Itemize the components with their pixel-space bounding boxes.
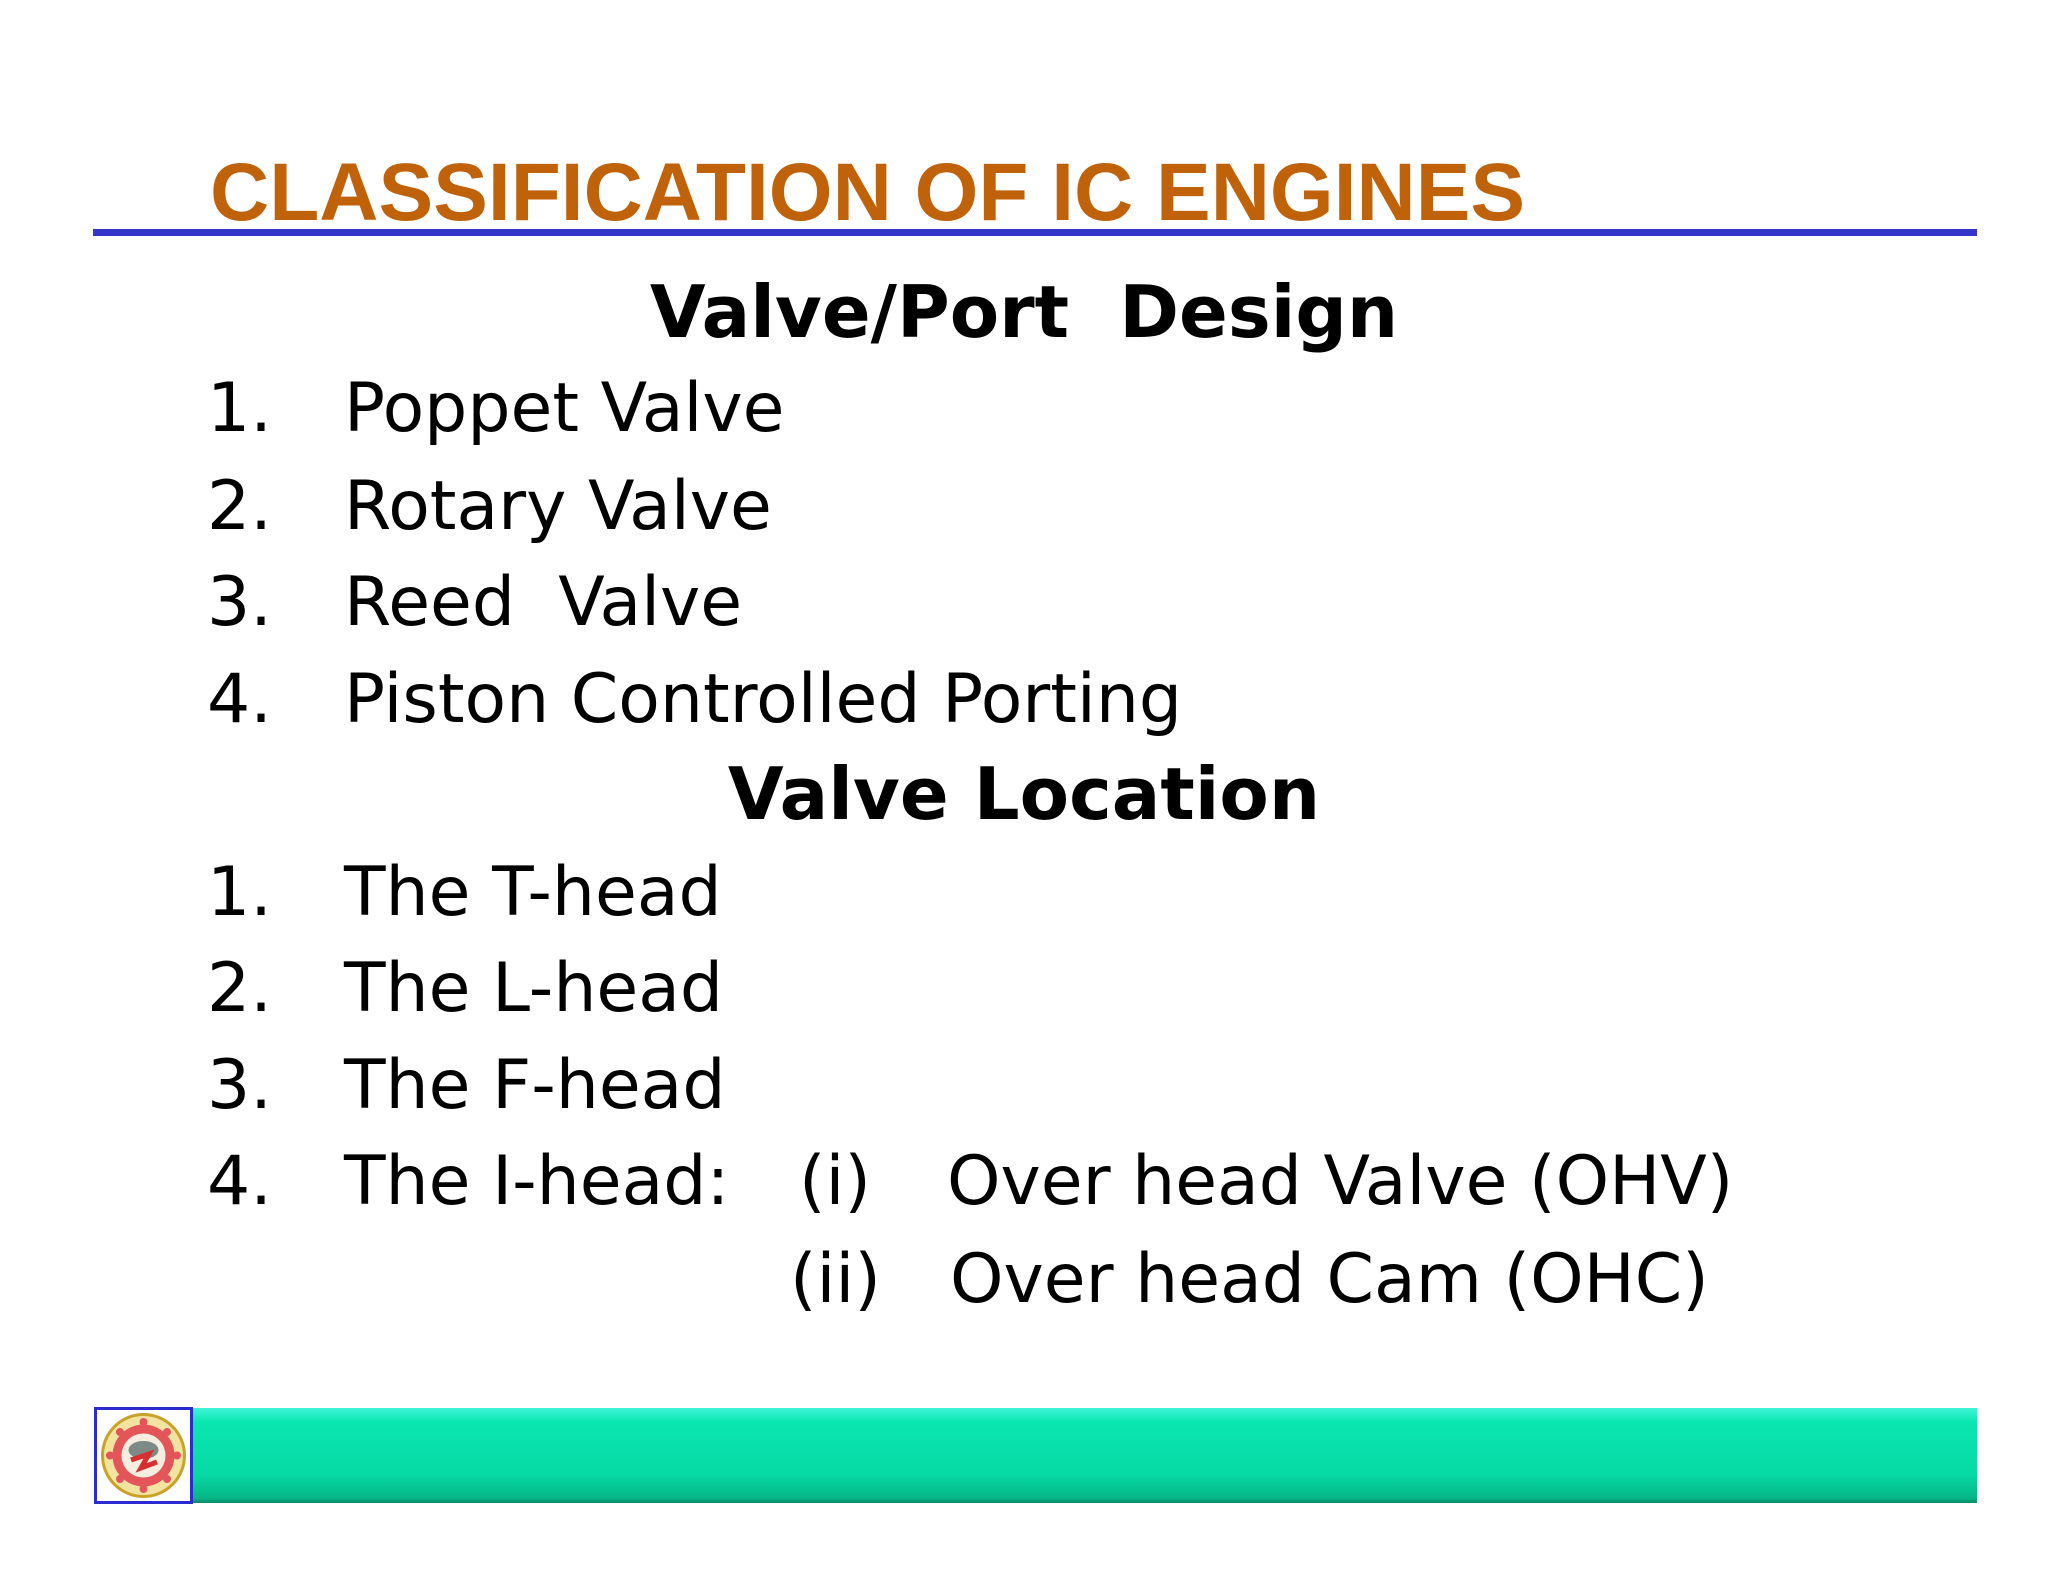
college-logo (94, 1407, 193, 1504)
list-item: Poppet Valve (344, 369, 785, 448)
footer-bar (193, 1408, 1977, 1503)
list-item: Reed Valve (344, 563, 743, 642)
list-item: Piston Controlled Porting (344, 660, 1183, 739)
sub-item: Over head Cam (OHC) (950, 1240, 1709, 1319)
list-item-number: 1. (207, 369, 272, 448)
college-seal-icon (101, 1413, 186, 1498)
list-item-number: 3. (207, 563, 272, 642)
section-heading-valve-location: Valve Location (727, 752, 1321, 836)
list-item-number: 3. (207, 1046, 272, 1125)
list-item: The F-head (344, 1046, 726, 1125)
list-item-number: 4. (207, 1142, 272, 1221)
section-heading-valve-port-design: Valve/Port Design (649, 270, 1399, 354)
list-item: Rotary Valve (344, 467, 772, 546)
list-item-number: 2. (207, 467, 272, 546)
sub-item-label: (i) (799, 1142, 871, 1221)
list-item: The I-head: (344, 1142, 730, 1221)
sub-item-label: (ii) (790, 1240, 881, 1319)
slide-title: CLASSIFICATION OF IC ENGINES (210, 147, 1526, 238)
list-item: The T-head (344, 853, 722, 932)
list-item: The L-head (344, 949, 724, 1028)
list-item-number: 2. (207, 949, 272, 1028)
list-item-number: 4. (207, 660, 272, 739)
list-item-number: 1. (207, 853, 272, 932)
sub-item: Over head Valve (OHV) (947, 1142, 1734, 1221)
title-divider (93, 229, 1977, 236)
